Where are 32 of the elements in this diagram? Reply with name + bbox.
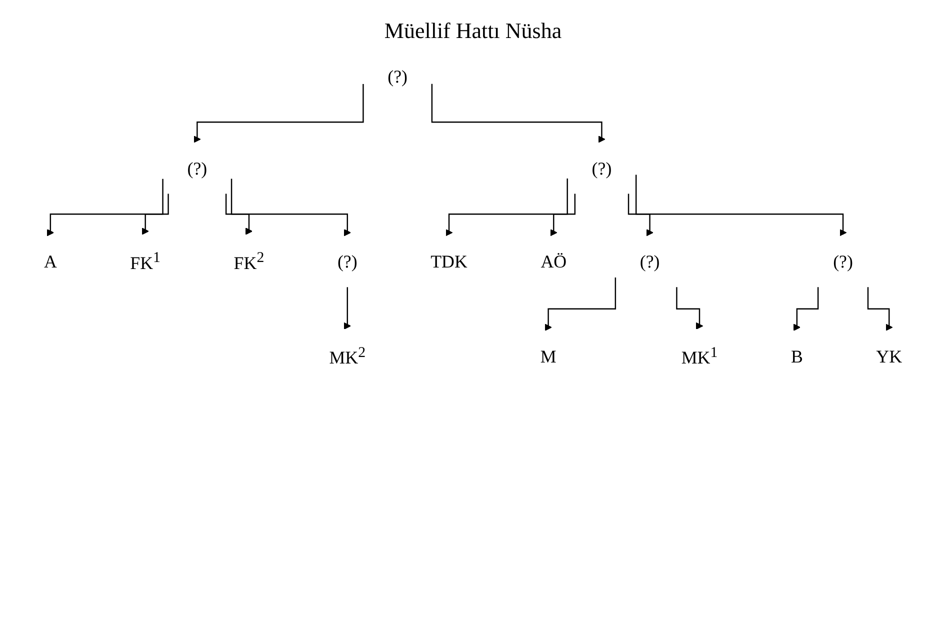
arrow xyxy=(445,178,568,236)
arrow xyxy=(142,194,169,235)
node-text: TDK xyxy=(430,251,468,272)
arrow xyxy=(225,194,253,235)
node-text: YK xyxy=(876,346,902,366)
arrow xyxy=(550,194,576,236)
node-text: A xyxy=(44,251,57,272)
node-text: (?) xyxy=(833,251,853,272)
node-text: M xyxy=(540,346,556,366)
node-text: (?) xyxy=(592,158,612,178)
arrow xyxy=(676,287,704,330)
node-text: MK$^{1}$ xyxy=(681,344,718,368)
node-text: (?) xyxy=(640,251,660,272)
arrow xyxy=(793,287,819,331)
arrow xyxy=(867,287,893,331)
node-text: B xyxy=(790,346,803,366)
arrow xyxy=(628,194,654,236)
arrow xyxy=(230,178,351,236)
node-text: (?) xyxy=(388,66,408,86)
node-text: (?) xyxy=(187,158,208,178)
arrow xyxy=(431,84,606,143)
node-text: AÖ xyxy=(540,251,567,272)
arrow xyxy=(46,178,164,236)
arrow xyxy=(635,174,847,236)
arrow xyxy=(344,287,351,330)
node-text: FK$^{1}$ xyxy=(130,249,161,274)
node-text: (?) xyxy=(337,251,358,272)
node-text: FK$^{2}$ xyxy=(234,249,264,274)
arrow xyxy=(544,278,616,331)
diagram-title: Müellif Hattı Nüsha xyxy=(384,18,562,44)
arrow xyxy=(194,84,364,143)
node-text: MK$^{2}$ xyxy=(329,344,366,368)
